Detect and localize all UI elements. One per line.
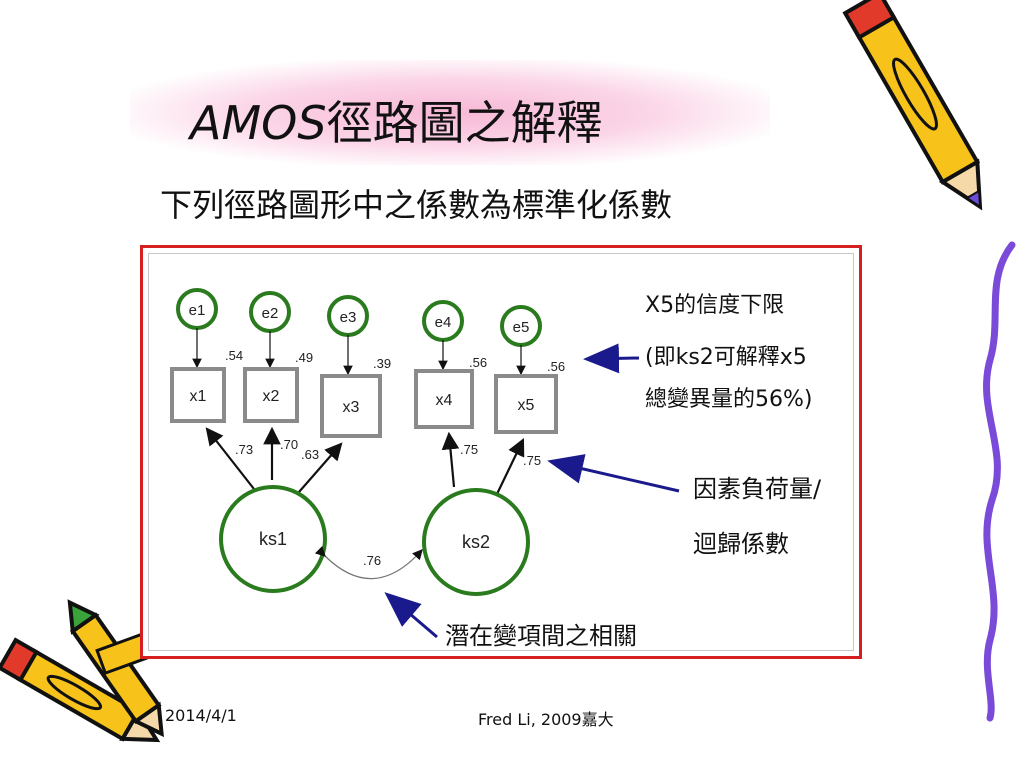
loading-x2: .70: [280, 437, 298, 452]
latent-circle-ks2: ks2: [422, 488, 530, 596]
error-label-e2: e2: [262, 305, 279, 322]
r2-x4: .56: [469, 355, 487, 370]
title-latin: AMOS: [190, 96, 327, 150]
arrow-loading: [547, 454, 680, 493]
footer-date: 2014/4/1: [165, 706, 237, 725]
observed-label-x4: x4: [436, 392, 453, 409]
annotation-reliability-1: X5的信度下限: [645, 293, 784, 318]
latent-label-ks2: ks2: [462, 532, 490, 552]
r2-x1: .54: [225, 348, 243, 363]
r2-x3: .39: [373, 356, 391, 371]
r2-x2: .49: [295, 350, 313, 365]
observed-label-x2: x2: [263, 388, 280, 405]
error-label-e1: e1: [189, 302, 206, 319]
error-circle-e1: e1: [176, 288, 218, 330]
annotation-loading-1: 因素負荷量/: [693, 475, 822, 503]
observed-label-x3: x3: [343, 399, 360, 416]
path-diagram: e1 e2 e3 e4 e5: [148, 253, 854, 651]
r2-x5: .56: [547, 359, 565, 374]
title-highlight: [130, 60, 770, 165]
subtitle: 下列徑路圖形中之係數為標準化係數: [160, 186, 673, 224]
loading-x1: .73: [235, 442, 253, 457]
observed-label-x1: x1: [190, 388, 207, 405]
error-circle-e4: e4: [422, 300, 464, 342]
correlation-value: .76: [363, 553, 381, 568]
error-circle-e5: e5: [500, 305, 542, 347]
observed-box-x5: x5: [494, 374, 558, 434]
error-label-e3: e3: [340, 309, 357, 326]
observed-box-x1: x1: [170, 367, 226, 423]
loading-x3: .63: [301, 447, 319, 462]
error-circle-e3: e3: [327, 295, 369, 337]
error-label-e5: e5: [513, 319, 530, 336]
annotation-reliability-3: 總變異量的56%): [645, 387, 812, 412]
annotation-correlation: 潛在變項間之相關: [445, 622, 637, 650]
annotation-loading-2: 迴歸係數: [693, 530, 789, 558]
title-cjk: 徑路圖之解釋: [326, 96, 603, 150]
loading-x5: .75: [523, 453, 541, 468]
observed-box-x2: x2: [243, 367, 299, 423]
error-label-e4: e4: [435, 314, 452, 331]
error-circle-e2: e2: [249, 291, 291, 333]
latent-label-ks1: ks1: [259, 529, 287, 549]
path-diagram-frame: e1 e2 e3 e4 e5: [140, 245, 862, 659]
footer-credit: Fred Li, 2009嘉大: [478, 710, 614, 729]
annotation-reliability-2: (即ks2可解釋x5: [645, 345, 807, 370]
page-title: AMOS徑路圖之解釋: [190, 88, 790, 158]
observed-box-x4: x4: [414, 369, 474, 429]
observed-label-x5: x5: [518, 397, 535, 414]
arrow-correlation: [384, 592, 438, 639]
latent-circle-ks1: ks1: [219, 485, 327, 593]
arrow-reliability: [583, 343, 640, 374]
correlation-curve: [314, 545, 423, 580]
observed-box-x3: x3: [320, 374, 382, 438]
loading-x4: .75: [460, 442, 478, 457]
